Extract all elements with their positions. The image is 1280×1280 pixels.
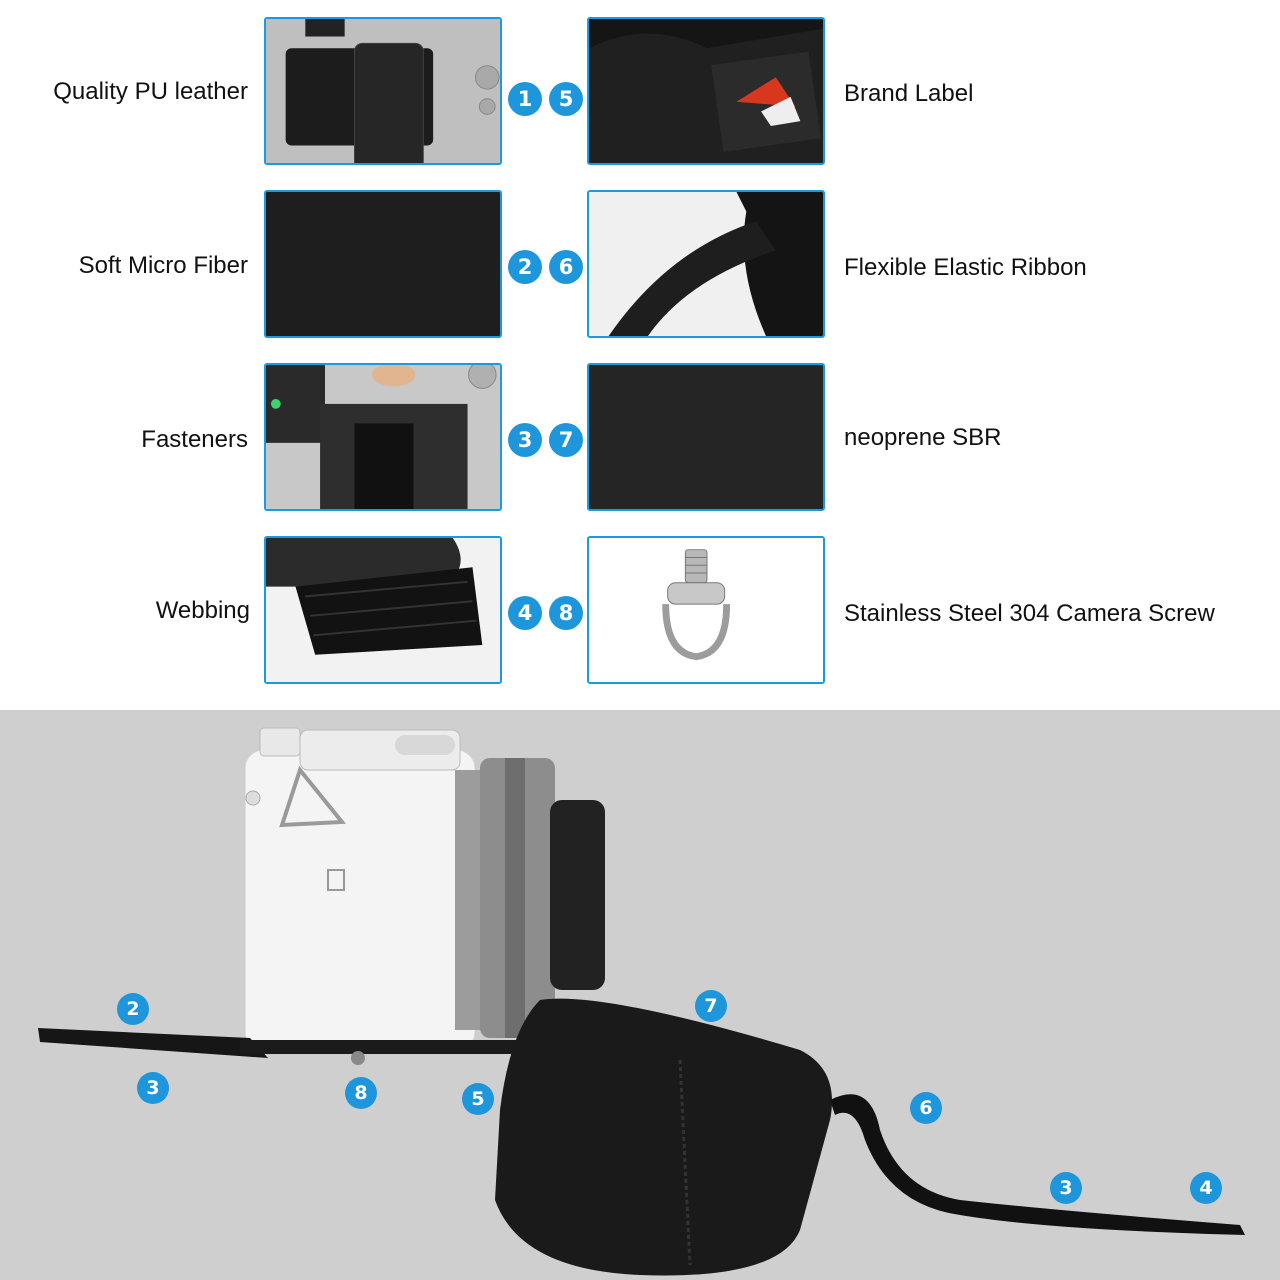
feature-label-5: Brand Label <box>844 80 974 107</box>
feature-image-webbing <box>264 536 502 684</box>
feature-image-brand-label <box>587 17 825 165</box>
product-photo: 2 3 8 5 7 6 3 4 <box>0 710 1280 1280</box>
feature-image-elastic-ribbon <box>587 190 825 338</box>
feature-image-fasteners <box>264 363 502 511</box>
badge-7: 7 <box>549 423 583 457</box>
callout-8-screw: 8 <box>345 1077 377 1109</box>
callout-3-flap: 3 <box>137 1072 169 1104</box>
badge-8: 8 <box>549 596 583 630</box>
callout-5-label: 5 <box>462 1083 494 1115</box>
feature-image-micro-fiber <box>264 190 502 338</box>
feature-label-8: Stainless Steel 304 Camera Screw <box>844 600 1215 627</box>
badge-3: 3 <box>508 423 542 457</box>
feature-image-leather <box>264 17 502 165</box>
callout-7-neoprene: 7 <box>695 990 727 1022</box>
badge-4: 4 <box>508 596 542 630</box>
badge-2: 2 <box>508 250 542 284</box>
badge-1: 1 <box>508 82 542 116</box>
callout-2-flap: 2 <box>117 993 149 1025</box>
badge-5: 5 <box>549 82 583 116</box>
callout-6-ribbon: 6 <box>910 1092 942 1124</box>
feature-image-camera-screw <box>587 536 825 684</box>
feature-label-3: Fasteners <box>141 426 248 453</box>
feature-label-2: Soft Micro Fiber <box>78 252 248 279</box>
feature-label-1: Quality PU leather <box>53 78 248 105</box>
feature-grid: Quality PU leather 1 5 Brand Label Soft … <box>53 17 1215 684</box>
callout-4-webbing: 4 <box>1190 1172 1222 1204</box>
badge-6: 6 <box>549 250 583 284</box>
feature-label-4: Webbing <box>155 597 250 624</box>
camera-with-case-illustration <box>0 710 1280 1280</box>
feature-image-neoprene <box>587 363 825 511</box>
feature-label-7: neoprene SBR <box>844 424 1002 451</box>
feature-label-6: Flexible Elastic Ribbon <box>844 254 1087 281</box>
callout-3-strap: 3 <box>1050 1172 1082 1204</box>
